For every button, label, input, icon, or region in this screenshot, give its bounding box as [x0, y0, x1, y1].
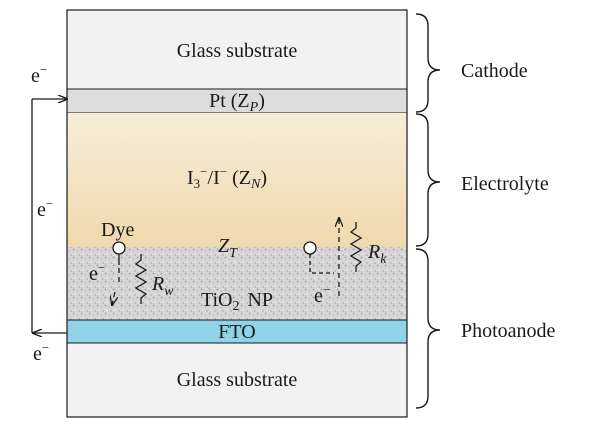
pt-layer — [66, 88, 408, 114]
injection-arrow — [112, 268, 119, 305]
zt-label: ZT — [218, 235, 238, 261]
electrolyte-brace-icon — [415, 113, 441, 247]
rw-label: Rw — [151, 273, 174, 299]
rk-label: Rk — [367, 241, 387, 267]
dye-molecule-icon — [112, 241, 126, 255]
dye-molecule-right-icon — [303, 241, 317, 255]
anode-glass-label: Glass substrate — [177, 369, 298, 391]
photoanode-brace-icon — [415, 248, 441, 409]
rk-resistor-icon — [349, 222, 363, 272]
electrolyte-label-right: Electrolyte — [461, 173, 549, 195]
cathode-brace-icon — [415, 13, 441, 113]
recombination-electron-label: e− — [314, 282, 330, 307]
photoanode-label: Photoanode — [461, 320, 556, 342]
pt-label: Pt (ZP) — [209, 90, 265, 115]
cathode-label: Cathode — [461, 60, 528, 82]
electrolyte-layer — [67, 113, 407, 247]
electrolyte-label: I3−/I− (ZN) — [187, 164, 267, 192]
left-electron-label: e− — [37, 196, 53, 221]
dye-label: Dye — [101, 219, 134, 241]
tio2-layer — [67, 247, 407, 320]
recombination-path — [309, 254, 334, 274]
cathode-glass-label: Glass substrate — [177, 40, 298, 62]
cathode-glass-layer — [66, 9, 408, 90]
top-electron-label: e− — [31, 62, 47, 87]
fto-label: FTO — [218, 321, 255, 343]
anode-glass-layer — [66, 342, 408, 418]
bottom-electron-label: e− — [33, 340, 49, 365]
cell-outline — [66, 9, 408, 418]
injection-electron-label: e− — [89, 260, 105, 285]
rw-resistor-icon — [134, 254, 148, 304]
